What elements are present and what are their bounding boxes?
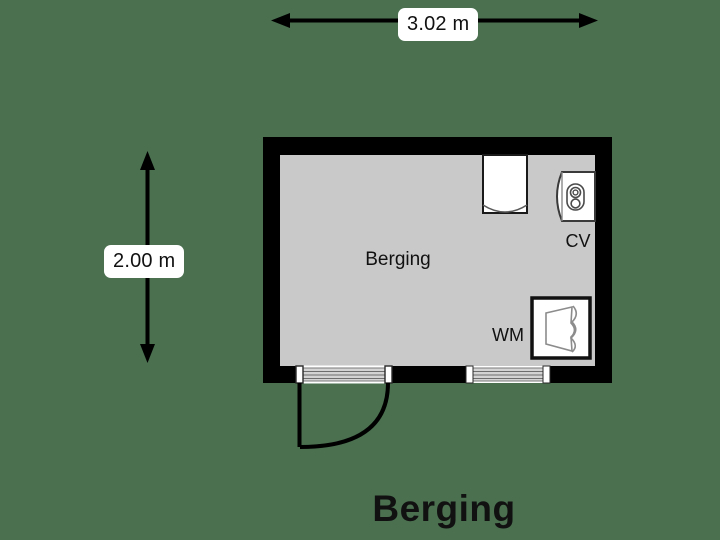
- basin-icon: [482, 154, 528, 214]
- room-name-label: Berging: [365, 249, 431, 270]
- washing-machine-icon: [530, 296, 592, 360]
- page-title: Berging: [372, 488, 516, 529]
- door-opening: [295, 365, 393, 384]
- door-swing-icon: [297, 382, 390, 449]
- dimension-label-vertical: 2.00 m: [104, 245, 185, 278]
- washing-machine-label: WM: [492, 325, 524, 345]
- boiler-icon: [556, 171, 596, 222]
- window-icon: [465, 365, 551, 384]
- boiler-label: CV: [565, 231, 591, 251]
- dimension-label-horizontal: 3.02 m: [398, 8, 479, 41]
